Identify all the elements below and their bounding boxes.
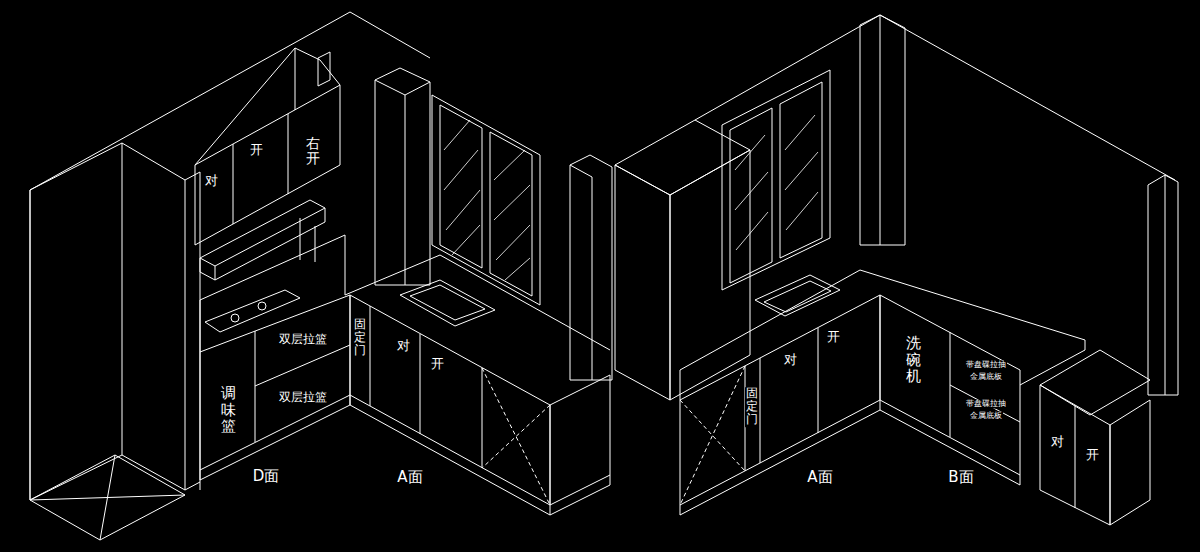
cabinet-label: 对: [396, 339, 411, 353]
cabinet-label: 带盘碟拉抽: [965, 400, 1007, 409]
cabinet-label: 双层拉篮: [278, 391, 328, 404]
vertical-label: 调味篮: [220, 385, 237, 435]
cabinet-label: 双层拉篮: [278, 333, 328, 346]
cabinet-label: 开: [826, 330, 841, 344]
vertical-label: 固定门: [353, 318, 367, 358]
cabinet-label: 对: [1050, 435, 1065, 449]
cabinet-label: 带盘碟拉抽: [965, 361, 1007, 370]
cabinet-label: B面: [947, 469, 974, 486]
cabinet-label: 对: [783, 353, 798, 367]
cabinet-label: D面: [252, 468, 281, 485]
cabinet-label: A面: [396, 469, 423, 486]
cabinet-label: A面: [806, 469, 833, 486]
cabinet-label: 对: [204, 174, 219, 188]
cabinet-label: 金属底板: [969, 412, 1003, 421]
vertical-label: 洗碗机: [905, 335, 922, 385]
vertical-label: 右开: [305, 136, 321, 167]
cabinet-label: 开: [249, 143, 264, 157]
vertical-label: 固定门: [745, 387, 759, 427]
cabinet-label: 开: [1085, 448, 1100, 462]
cabinet-label: 金属底板: [969, 373, 1003, 382]
cabinet-label: 开: [430, 357, 445, 371]
